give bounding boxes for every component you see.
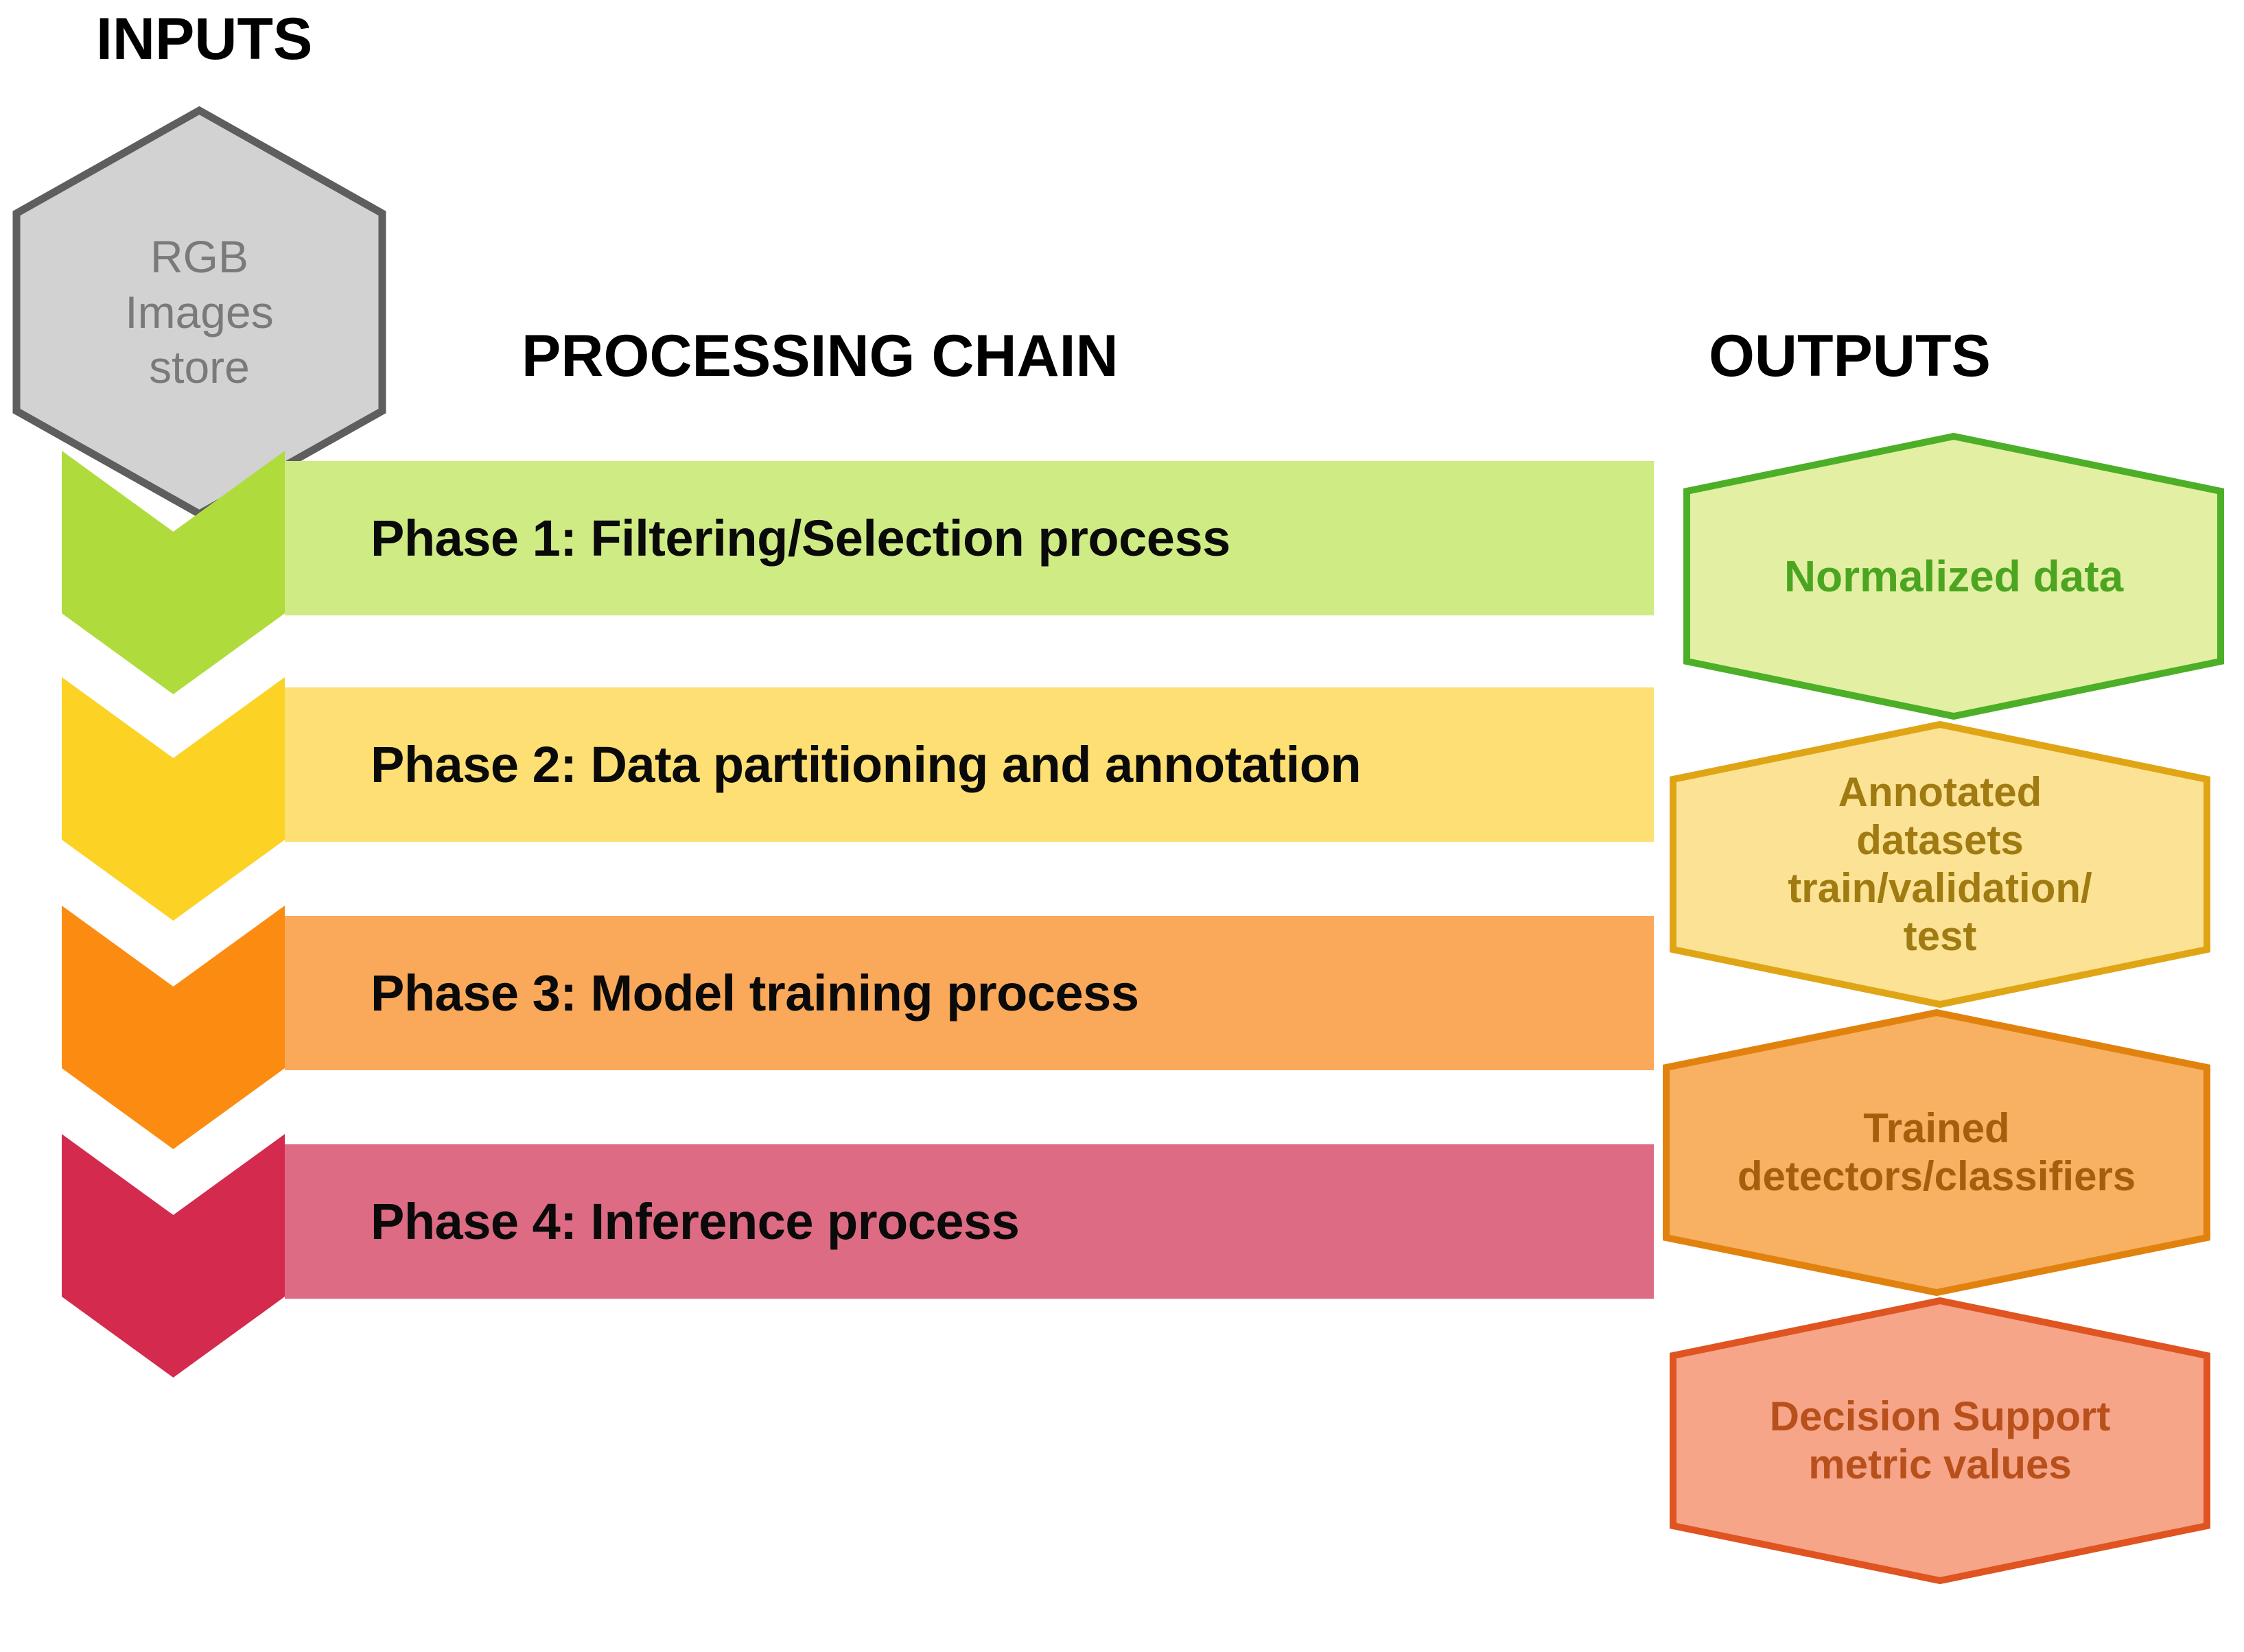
chevron-down-icon: [62, 1134, 285, 1378]
chevron-down-icon: [62, 906, 285, 1149]
hexagon-icon: [1663, 1008, 2210, 1297]
phase-bar[interactable]: Phase 3: Model training process: [285, 916, 1654, 1070]
phase-bar-label: Phase 1: Filtering/Selection process: [371, 510, 1230, 567]
phase-bar-label: Phase 2: Data partitioning and annotatio…: [371, 736, 1361, 793]
chevron-down-icon: [62, 451, 285, 694]
outputs-column-heading: OUTPUTS: [1709, 323, 1991, 389]
hexagon-icon: [1683, 432, 2224, 720]
phase-bar-label: Phase 3: Model training process: [371, 965, 1139, 1022]
phase-row[interactable]: Phase 1: Filtering/Selection process: [62, 451, 1654, 694]
phase-bar[interactable]: Phase 1: Filtering/Selection process: [285, 461, 1654, 615]
hexagon-icon: [1670, 720, 2210, 1008]
phase-row[interactable]: Phase 3: Model training process: [62, 906, 1654, 1149]
phase-row[interactable]: Phase 4: Inference process: [62, 1134, 1654, 1378]
processing-chain-column-heading: PROCESSING CHAIN: [522, 323, 1119, 389]
hexagon-icon: [1670, 1297, 2210, 1585]
output-node-normalized-data: Normalized data: [1683, 432, 2225, 720]
phase-bar[interactable]: Phase 4: Inference process: [285, 1144, 1654, 1299]
phase-bar[interactable]: Phase 2: Data partitioning and annotatio…: [285, 687, 1654, 842]
phase-bar-label: Phase 4: Inference process: [371, 1193, 1020, 1250]
chevron-down-icon: [62, 677, 285, 921]
phase-row[interactable]: Phase 2: Data partitioning and annotatio…: [62, 677, 1654, 921]
inputs-column-heading: INPUTS: [96, 6, 313, 72]
